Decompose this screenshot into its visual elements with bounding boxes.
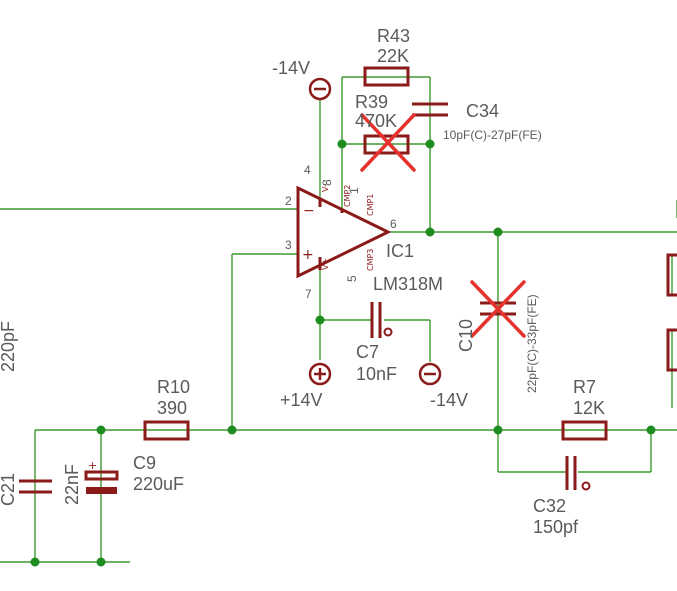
r7-name: R7: [573, 377, 596, 397]
c10-value: 22pF(C)-33pF(FE): [525, 294, 539, 393]
c21-value: 22nF: [62, 464, 82, 505]
pin7-label: 7: [305, 287, 312, 301]
pin3-label: 3: [285, 238, 292, 252]
r43-value: 22K: [377, 46, 409, 66]
ic1-name: IC1: [386, 241, 414, 261]
c32-value: 150pf: [533, 517, 579, 537]
r10-resistor: [143, 420, 190, 441]
left-edge-capacitor-value: 220pF: [0, 321, 18, 372]
supply-label-neg14-top: -14V: [272, 58, 310, 78]
right-edge-component-bottom: [666, 328, 677, 372]
c21-name: C21: [0, 473, 18, 506]
pin8-label: 8: [320, 179, 334, 186]
vplus-label: V+: [321, 258, 330, 270]
vminus-label: V-: [321, 184, 330, 192]
right-edge-component-top: [666, 253, 677, 297]
svg-text:+: +: [88, 459, 97, 472]
ic1-value: LM318M: [373, 274, 443, 294]
wires: [0, 76, 677, 563]
supply-label-pos14: +14V: [280, 390, 323, 410]
c34-capacitor: [412, 102, 448, 117]
cmp2-label: CMP2: [343, 185, 352, 207]
r10-name: R10: [157, 377, 190, 397]
c7-capacitor: [370, 302, 393, 338]
c10-capacitor: [480, 301, 516, 316]
c32-name: C32: [533, 496, 566, 516]
pin2-label: 2: [285, 194, 292, 208]
c34-name: C34: [466, 101, 499, 121]
r7-resistor: [561, 420, 608, 441]
c10-name: C10: [456, 319, 476, 352]
pin6-label: 6: [390, 217, 397, 231]
r39-value: 470K: [355, 111, 397, 131]
r10-value: 390: [157, 398, 187, 418]
c7-name: C7: [356, 342, 379, 362]
ic1-opamp: [296, 185, 392, 279]
opamp-plus-sign: +: [302, 247, 314, 263]
r39-resistor: [363, 134, 410, 155]
c34-value: 10pF(C)-27pF(FE): [443, 128, 542, 142]
supply-pos14: [308, 362, 332, 386]
c9-name: C9: [133, 453, 156, 473]
pin1-label: 1: [347, 187, 361, 194]
cmp1-label: CMP1: [366, 194, 375, 216]
pin4-label: 4: [304, 163, 311, 177]
c9-capacitor: +: [84, 459, 119, 494]
opamp-minus-sign: −: [303, 203, 315, 219]
supply-neg14-top: [308, 77, 332, 101]
r7-value: 12K: [573, 398, 605, 418]
junctions: [30, 139, 656, 567]
c21-capacitor: [19, 479, 52, 494]
c9-value: 220uF: [133, 474, 184, 494]
c10-removed-mark: [470, 280, 526, 338]
cmp3-label: CMP3: [366, 249, 375, 271]
r39-removed-mark: [360, 113, 416, 172]
supply-neg14-bottom: [418, 362, 442, 386]
pin5-label: 5: [345, 275, 359, 282]
r43-resistor: [363, 66, 410, 87]
c7-value: 10nF: [356, 364, 397, 384]
r43-name: R43: [377, 26, 410, 46]
supply-label-neg14-bottom: -14V: [430, 390, 468, 410]
c32-capacitor: [565, 456, 591, 491]
r39-name: R39: [355, 92, 388, 112]
